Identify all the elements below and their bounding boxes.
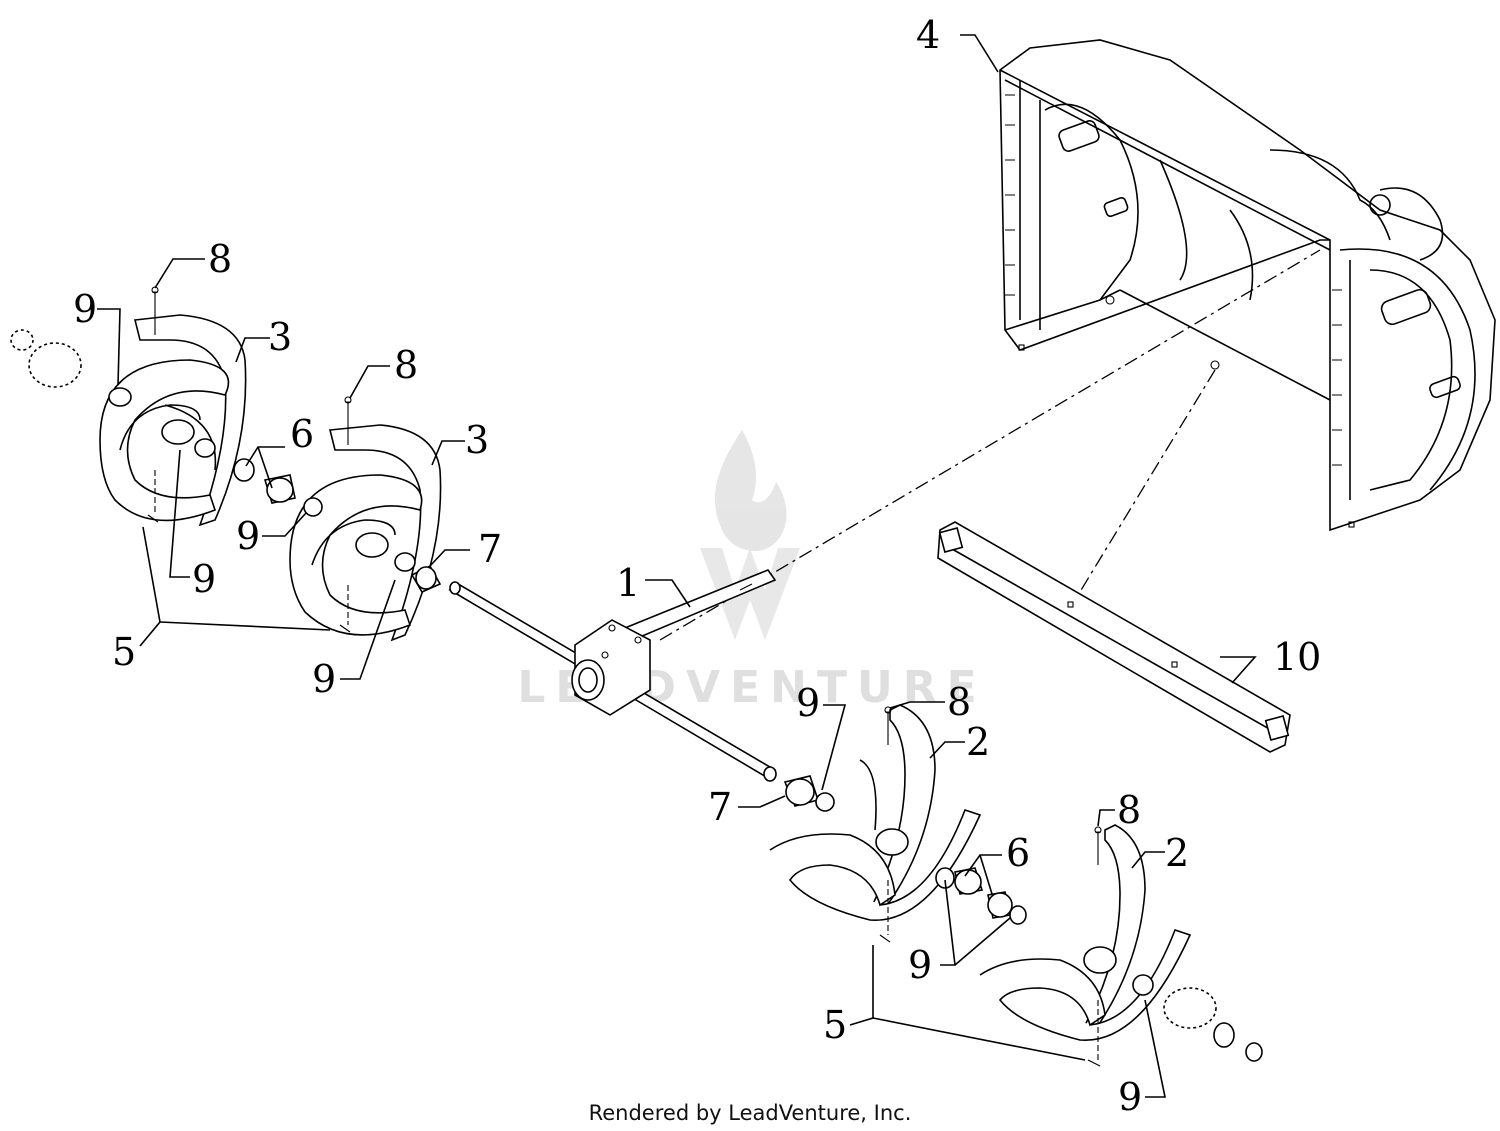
callout-8-right-inner: 8: [947, 680, 971, 724]
callout-10: 10: [1273, 635, 1321, 679]
callout-1: 1: [616, 561, 640, 605]
callout-5-right: 5: [823, 1003, 847, 1047]
callout-9-right-inner-hub: 9: [796, 681, 820, 725]
auger-left-outer: [10, 314, 247, 527]
callout-9-left-inner-hub: 9: [312, 657, 336, 701]
callout-2-right-outer: 2: [1165, 831, 1189, 875]
callout-7-left: 7: [478, 527, 502, 571]
callout-8-left-outer: 8: [208, 237, 232, 281]
footer-credit: Rendered by LeadVenture, Inc.: [589, 1101, 912, 1125]
callout-6-right: 6: [1006, 831, 1030, 875]
leader-lines: [97, 34, 1257, 1098]
callout-9-right-end: 9: [1118, 1075, 1142, 1119]
right-hardware: [879, 706, 1102, 1067]
callout-3-left-outer: 3: [268, 315, 292, 359]
callout-4: 4: [916, 13, 940, 57]
auger-shaft-gearbox: [448, 569, 777, 782]
left-hardware: [147, 286, 352, 633]
housing-brace: [937, 521, 1291, 753]
callout-3-left-inner: 3: [465, 418, 489, 462]
callout-9-right-spacer: 9: [908, 943, 932, 987]
callout-9-left-spacer: 9: [236, 514, 260, 558]
auger-left-inner: [289, 424, 442, 642]
auger-right-inner: [769, 704, 982, 921]
callout-9-left-end: 9: [73, 287, 97, 331]
auger-housing: [999, 39, 1496, 532]
callout-labels: 4 1 3 3 10 2 2 8 8 8 8 9 9 9 9 9 9 9 6 6…: [73, 13, 1321, 1119]
callout-5-left: 5: [112, 630, 136, 674]
callout-9-left-outer-hub: 9: [192, 557, 216, 601]
callout-8-left-inner: 8: [394, 343, 418, 387]
callout-6-left: 6: [290, 412, 314, 456]
auger-right-outer: [979, 824, 1263, 1062]
callout-7-right: 7: [708, 785, 732, 829]
alignment-line-brace: [1074, 369, 1216, 601]
callout-2-right-inner: 2: [966, 720, 990, 764]
callout-8-right-outer: 8: [1117, 788, 1141, 832]
